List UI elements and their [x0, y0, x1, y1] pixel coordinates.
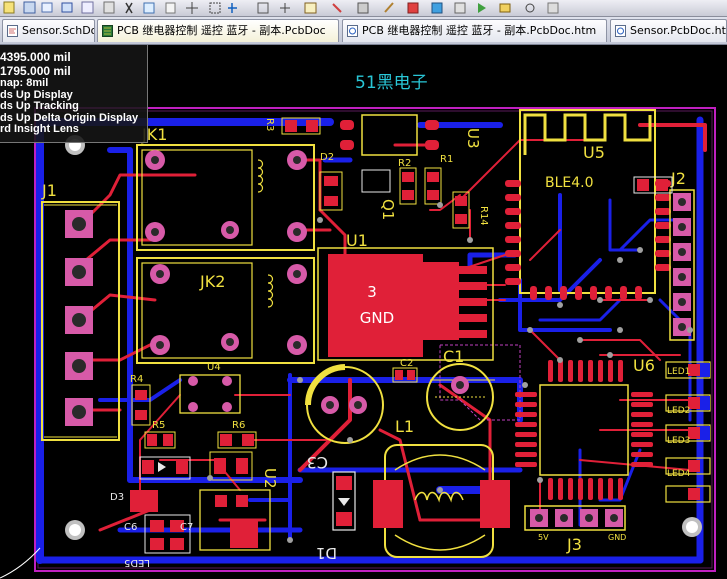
schematic-doc-icon [7, 25, 18, 37]
hud-x-coordinate: 4395.000 mil [0, 50, 71, 64]
tab-pcb-relay-bluetooth-pcbdoc[interactable]: PCB 继电器控制 遥控 蓝牙 - 副本.PcbDoc [97, 19, 339, 42]
r5-label: R5 [152, 420, 165, 431]
led4-label: LED4 [667, 469, 691, 479]
r1-label: R1 [440, 154, 453, 165]
led2-label: LED2 [667, 406, 690, 416]
html-report-icon [615, 25, 626, 37]
tab-pcb-relay-bluetooth-htm[interactable]: PCB 继电器控制 遥控 蓝牙 - 副本.PcbDoc.htm [342, 19, 607, 42]
c3-designator: C3 [307, 453, 328, 472]
u6-designator: U6 [633, 356, 655, 375]
pcb-canvas[interactable]: JK1 JK2 J1 3 GND U1 [0, 45, 727, 579]
hud-line-tracking: ds Up Tracking [0, 100, 79, 112]
c2-label: C2 [400, 358, 413, 369]
q1-designator: Q1 [379, 199, 397, 220]
smd-components [130, 114, 673, 554]
terminal-block-j1 [41, 201, 120, 441]
j3-designator: J3 [566, 535, 582, 554]
document-tab-bar: Sensor.SchDoc PCB 继电器控制 遥控 蓝牙 - 副本.PcbDo… [0, 17, 727, 45]
j2-designator: J2 [670, 169, 686, 188]
silkscreen-labels: D2 R2 R1 C2 R4 R5 R6 U4 D3 C6 C7 LED5 R3… [110, 118, 489, 568]
mcu-u6 [515, 360, 653, 500]
u1-gnd-label: GND [360, 309, 394, 327]
tab-label: Sensor.SchDoc [22, 24, 94, 37]
d3-label: D3 [110, 492, 124, 503]
regulator-u1 [317, 247, 494, 361]
cursor-crosshair [0, 547, 41, 579]
c7-label: C7 [180, 522, 193, 533]
hud-y-coordinate: 1795.000 mil [0, 63, 71, 78]
capacitor-c1 [426, 363, 495, 431]
inductor-l1 [373, 444, 510, 558]
hud-line-insight-lens: rd Insight Lens [0, 123, 79, 135]
r6-label: R6 [232, 420, 245, 431]
header-j2 [669, 189, 695, 341]
tab-label: PCB 继电器控制 遥控 蓝牙 - 副本.PcbDoc.htm [362, 24, 597, 37]
j3-5v-label: 5V [538, 533, 549, 542]
diode-d1 [332, 471, 356, 531]
led-column [665, 361, 711, 503]
r4-label: R4 [130, 374, 143, 385]
relay-jk2 [136, 257, 315, 364]
u3-designator: U3 [464, 128, 482, 149]
led3-label: LED3 [667, 436, 690, 446]
jk2-designator: JK2 [199, 272, 225, 291]
led1-label: LED1 [667, 367, 690, 377]
r3-label: R3 [264, 118, 275, 131]
u4-label: U4 [207, 362, 221, 373]
r2-label: R2 [398, 158, 411, 169]
relay-jk1 [136, 144, 315, 251]
silkscreen-logo-text: 51黑电子 [355, 73, 428, 93]
tab-label: Sensor.PcbDoc.htm [630, 24, 727, 37]
d2-label: D2 [320, 152, 334, 163]
u2-designator: U2 [261, 468, 279, 489]
html-report-icon [347, 25, 358, 37]
bluetooth-module-u5 [505, 109, 671, 300]
hud-line-delta-origin: ds Up Delta Origin Display [0, 111, 139, 124]
j1-designator: J1 [41, 181, 57, 200]
hud-line-display: ds Up Display [0, 88, 73, 101]
c6-label: C6 [124, 522, 137, 533]
tab-sensor-schdoc[interactable]: Sensor.SchDoc [2, 19, 95, 42]
l1-designator: L1 [395, 417, 414, 436]
c1-designator: C1 [443, 347, 464, 366]
tab-label: PCB 继电器控制 遥控 蓝牙 - 副本.PcbDoc [117, 24, 326, 37]
pcb-doc-icon [102, 25, 113, 37]
header-j3 [524, 505, 626, 531]
toolbar-icons[interactable] [0, 0, 727, 16]
u1-pad-number: 3 [367, 283, 377, 301]
ground-pour-region [439, 59, 720, 421]
d1-designator: D1 [316, 544, 337, 562]
tab-sensor-pcbdoc-htm[interactable]: Sensor.PcbDoc.htm [610, 19, 727, 42]
j3-gnd-label: GND [608, 533, 626, 542]
r14-label: R14 [478, 206, 489, 226]
u5-designator: U5 [583, 143, 605, 162]
vias [207, 202, 693, 543]
u1-designator: U1 [346, 231, 368, 250]
main-toolbar [0, 0, 727, 17]
led5-label: LED5 [124, 557, 150, 568]
ble-module-label: BLE4.0 [545, 175, 594, 191]
heads-up-display: 4395.000 mil 1795.000 mil nap: 8mil ds U… [0, 45, 148, 143]
hud-snap: nap: 8mil [0, 77, 49, 89]
capacitor-c3 [305, 364, 384, 444]
